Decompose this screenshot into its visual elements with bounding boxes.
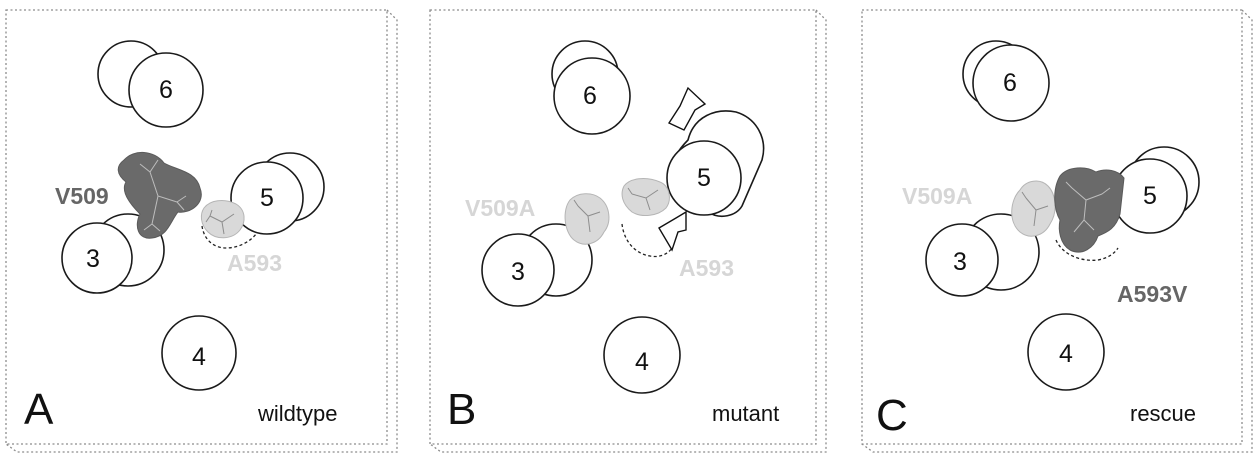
helix-3: 3	[925, 213, 1040, 297]
helix-3-label: 3	[511, 258, 525, 286]
a593v-residue	[1054, 167, 1125, 253]
helix-4: 4	[161, 315, 237, 391]
helix-4-label: 4	[1059, 340, 1073, 368]
v509-residue	[117, 152, 202, 239]
arrow-up-icon	[667, 86, 707, 131]
a593-cavity-outline	[201, 225, 257, 249]
panel-c-caption: rescue	[1130, 401, 1196, 426]
panel-a-caption: wildtype	[257, 401, 337, 426]
v509-label: V509	[55, 183, 109, 209]
helix-3: 3	[481, 223, 593, 307]
helix-5: 5	[230, 152, 325, 235]
v509a-label: V509A	[465, 195, 535, 221]
helix-5: 5	[666, 110, 765, 218]
arrow-left-icon	[658, 210, 687, 252]
helix-5: 5	[1112, 146, 1200, 234]
panel-b-letter: B	[447, 385, 476, 434]
panel-b-frame	[429, 9, 827, 453]
helix-4-label: 4	[635, 348, 649, 376]
v509a-residue	[564, 193, 610, 245]
panel-a-letter: A	[24, 385, 54, 434]
helix-6-label: 6	[159, 76, 173, 104]
a593-residue	[200, 200, 245, 239]
helix-3-label: 3	[953, 248, 967, 276]
panel-a: 6 5 3 4 V509 A593	[5, 9, 398, 453]
a593v-label: A593V	[1117, 281, 1188, 307]
v509a-label: V509A	[902, 183, 972, 209]
helix-6-label: 6	[1003, 69, 1017, 97]
helix-5-label: 5	[1143, 182, 1157, 210]
panel-b-caption: mutant	[712, 401, 779, 426]
helix-4: 4	[603, 316, 681, 394]
a593-residue	[621, 178, 670, 216]
panel-c-letter: C	[876, 391, 908, 440]
a593v-cavity-outline	[1055, 239, 1119, 261]
panel-b: 6 5 3 4	[429, 9, 827, 453]
a593-label: A593	[679, 255, 734, 281]
helix-3-label: 3	[86, 245, 100, 273]
panel-c-frame	[861, 9, 1253, 453]
a593-label: A593	[227, 250, 282, 276]
helix-6: 6	[551, 40, 631, 135]
panel-c: 6 5 3 4 V509A A593V	[861, 9, 1253, 453]
helix-6-label: 6	[583, 82, 597, 110]
v509a-cavity-outline	[621, 223, 673, 258]
helix-4: 4	[1027, 313, 1105, 391]
helix-6: 6	[962, 40, 1050, 122]
helix-5-label: 5	[697, 164, 711, 192]
v509a-residue	[1011, 180, 1056, 237]
helix-6: 6	[97, 40, 204, 128]
helix-4-label: 4	[192, 343, 206, 371]
helix-5-label: 5	[260, 184, 274, 212]
panel-a-frame	[5, 9, 398, 453]
